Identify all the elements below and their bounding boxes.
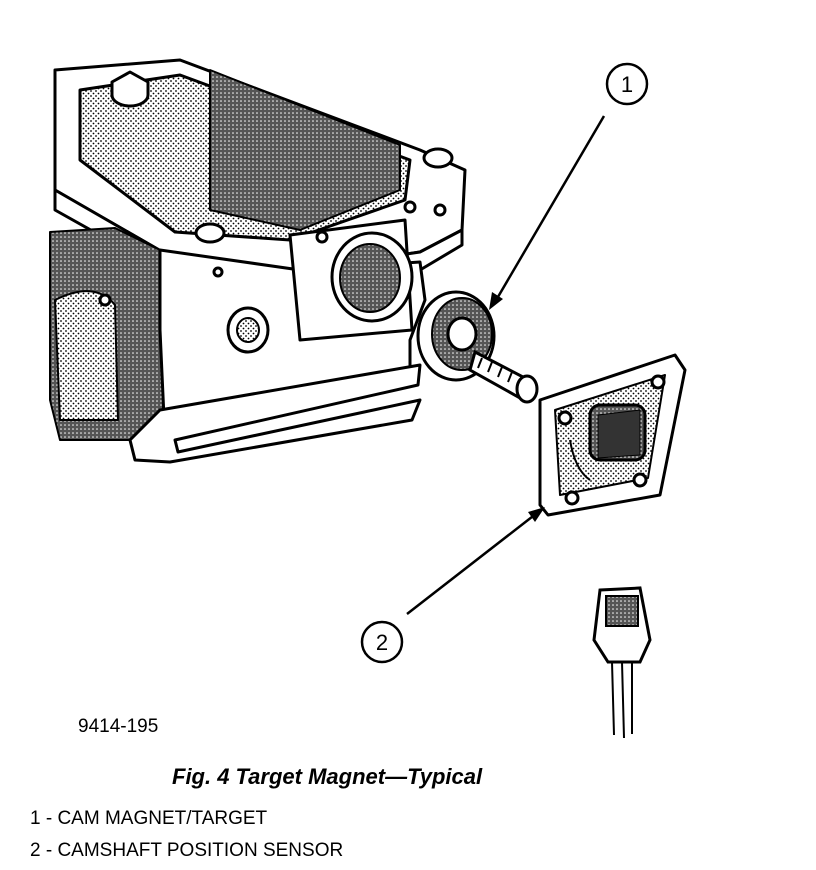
legend-item-2: 2 - CAMSHAFT POSITION SENSOR xyxy=(30,840,344,861)
sensor-mounting-bolt xyxy=(468,349,539,404)
figure-code: 9414-195 xyxy=(78,716,159,737)
callout-1: 1 xyxy=(489,62,649,310)
legend-item-1: 1 - CAM MAGNET/TARGET xyxy=(30,808,268,829)
figure-caption: Fig. 4 Target Magnet—Typical xyxy=(172,764,483,789)
callout-1-number: 1 xyxy=(621,72,633,97)
camshaft-position-sensor xyxy=(538,353,687,517)
callout-1-circle xyxy=(605,62,649,106)
sensor-connector xyxy=(592,586,652,739)
callout-2-arrowhead xyxy=(528,507,545,522)
callout-1-arrowhead xyxy=(489,292,503,310)
callout-2-leader xyxy=(406,512,538,615)
cylinder-head-illustration xyxy=(49,58,467,464)
callout-2-number: 2 xyxy=(376,630,388,655)
callout-1-leader xyxy=(493,115,606,303)
callout-2: 2 xyxy=(360,507,545,664)
callout-2-circle xyxy=(360,620,404,664)
